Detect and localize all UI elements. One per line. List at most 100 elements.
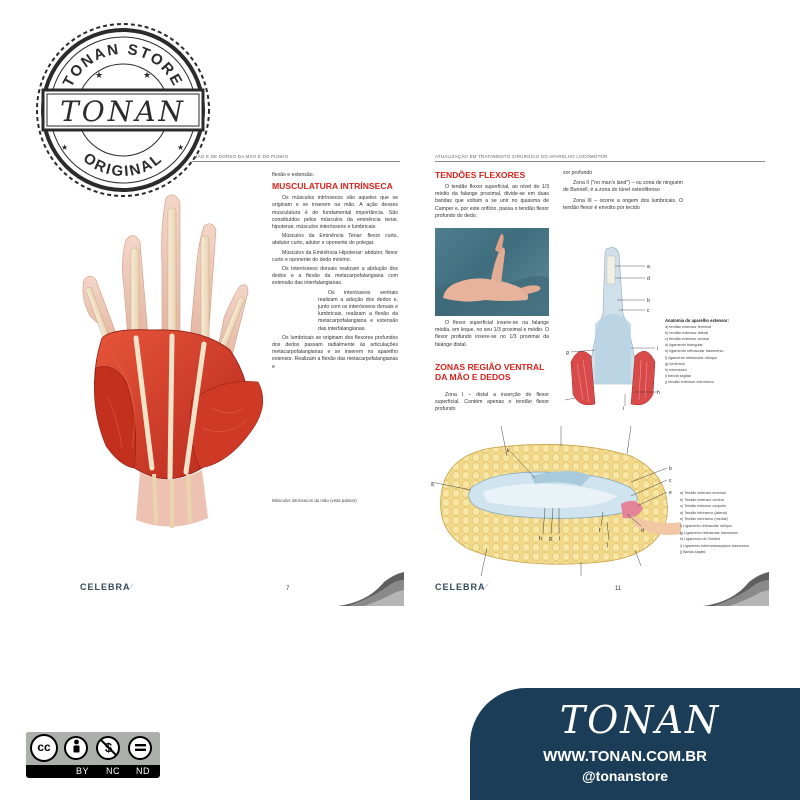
finger-extensor-diagram: a d b c g i h h j xyxy=(565,247,660,410)
diagram-label: a xyxy=(647,264,650,270)
celebra-logo: CELEBRA⁄ xyxy=(80,582,133,592)
zona-1-text: Zona I – distal a inserção do flexor sup… xyxy=(435,392,549,414)
legend-item: d) ligamento triangular xyxy=(665,343,703,348)
diagram-label: a xyxy=(431,482,434,488)
zona-3-text: Zona III – ocorre a origem dos lumbricai… xyxy=(563,197,683,211)
page-number: 11 xyxy=(615,586,622,592)
diagram-label: h xyxy=(539,536,542,542)
star-icon: ★ xyxy=(95,70,103,80)
paragraph: Os interósseos dorsais realizam a abduçã… xyxy=(272,266,398,287)
legend-item: i) Ligamento intermetacarpiano transvers… xyxy=(680,543,750,548)
license-label-by: BY xyxy=(76,766,90,776)
right-column-2: xor profundo Zona II ("no man's land") –… xyxy=(563,170,683,215)
diagram-label: f xyxy=(599,528,601,534)
diagram-label: g xyxy=(549,536,552,542)
heading-musculatura-intrinseca: MUSCULATURA INTRÍNSECA xyxy=(272,181,393,192)
license-label-nd: ND xyxy=(136,766,150,776)
legend-item: h) Ligamento de Cleland xyxy=(680,537,721,542)
diagram-label: b xyxy=(669,466,672,472)
paragraph: Os interósseos ventrais realizam a aduçã… xyxy=(318,289,398,332)
finger-cross-section-diagram: a k b c e d f h g i j xyxy=(431,426,681,576)
attribution-person-icon xyxy=(64,736,88,760)
continued-text: xor profundo xyxy=(563,170,593,176)
brand-social-handle[interactable]: @tonanstore xyxy=(582,768,668,784)
diagram-label: d xyxy=(647,276,650,282)
paragraph: Zona I – distal a inserção do flexor sup… xyxy=(435,392,549,413)
noderivatives-equals-icon xyxy=(128,736,152,760)
page-curl-shadow xyxy=(703,572,769,606)
brand-name: TONAN xyxy=(559,698,721,742)
swoosh-icon: ⁄ xyxy=(485,582,489,592)
paragraph: Os lumbricais se originam dos flexores p… xyxy=(272,334,399,370)
swoosh-icon: ⁄ xyxy=(130,582,134,592)
paragraph: Músculos da Eminência Tenar: flexor curt… xyxy=(272,233,398,247)
hand-photo-graphic xyxy=(435,234,549,316)
paragraph: O flexor superficial insere-se na falang… xyxy=(435,320,549,348)
cc-icon: cc xyxy=(30,734,58,762)
right-running-head: ATUALIZAÇÃO EM TRATAMENTO CIRÚRGICO DO A… xyxy=(435,154,765,162)
page-curl-shadow xyxy=(338,572,404,606)
diagram-label: i xyxy=(559,536,560,542)
tonan-store-original-stamp: TONAN STORE ORIGINAL TONAN ★ ★ ★ ★ xyxy=(36,23,210,197)
legend-item: c) Tendão extensor conjunto xyxy=(680,504,727,509)
diagram-label: c xyxy=(647,308,650,314)
legend-item: b) Tendão extensor central xyxy=(680,497,724,502)
legend-item: j) tendão extensor extrínseco xyxy=(665,379,714,384)
noncommercial-dollar-icon: $ xyxy=(96,736,120,760)
figure-caption: Músculos intrínsecos da mão (vista palma… xyxy=(272,498,357,503)
diagram-label: h xyxy=(657,390,660,396)
legend-item: e) Tendão intrínseco (medial) xyxy=(680,517,728,522)
tonan-brand-banner: TONAN WWW.TONAN.COM.BR @tonanstore xyxy=(470,688,800,800)
legend-item: d) Tendão intrínseco (lateral) xyxy=(680,510,727,515)
left-page: ATUALIZAÇÃO EM TRATAMENTO CIRÚRGICO DA M… xyxy=(62,140,404,620)
paragraph: O tendão flexor superficial, ao nível do… xyxy=(435,184,549,219)
heading-zonas: ZONAS REGIÃO VENTRAL DA MÃO E DEDOS xyxy=(435,362,545,382)
diagram-label: j xyxy=(606,542,608,548)
hand-photo xyxy=(435,228,549,316)
photo-caption-text: O flexor superficial insere-se na falang… xyxy=(435,320,549,349)
legend-item: g) Ligamento retinacular transverso xyxy=(680,530,739,535)
diagram-label: i xyxy=(657,346,658,352)
logo-text: CELEBRA xyxy=(80,582,131,592)
license-label-nc: NC xyxy=(106,766,120,776)
left-lead: flexão e extensão. xyxy=(272,172,315,178)
page-number: 7 xyxy=(286,586,290,592)
celebra-logo: CELEBRA⁄ xyxy=(435,582,488,592)
legend-item: g) lumbrical xyxy=(665,361,685,366)
legend-item: e) ligamento retinacular transverso xyxy=(665,349,724,354)
paragraph: Os músculos intrínsecos são aqueles que … xyxy=(272,195,398,231)
diagram-label: j xyxy=(622,406,624,410)
creative-commons-license-badge: cc $ BY NC ND xyxy=(26,732,160,778)
paragraph: Músculos da Eminência Hipotenar: abdutor… xyxy=(272,249,398,263)
diagram-label: g xyxy=(566,350,569,356)
legend-item: f) Ligamento retinacular oblíquo xyxy=(680,523,732,528)
legend-title: Anatomia do aparelho extensor: xyxy=(665,318,729,323)
logo-text: CELEBRA xyxy=(435,582,486,592)
legend-item: i) banda sagital xyxy=(665,373,691,378)
star-icon: ★ xyxy=(61,143,68,152)
star-icon: ★ xyxy=(143,70,151,80)
legend-item: a) tendão extensor terminal xyxy=(665,325,712,330)
legend-item: j) Banda sagital xyxy=(680,550,706,555)
heading-tendoes-flexores: TENDÕES FLEXORES xyxy=(435,170,526,180)
brand-website-link[interactable]: WWW.TONAN.COM.BR xyxy=(543,748,707,765)
right-page: ATUALIZAÇÃO EM TRATAMENTO CIRÚRGICO DO A… xyxy=(425,140,769,620)
legend-item: a) Tendão extensor terminal xyxy=(680,491,726,495)
legend-item: c) tendão extensor central xyxy=(665,337,709,342)
stamp-center-text: TONAN xyxy=(60,95,186,128)
legend-item: f) ligamento retinacular oblíquo xyxy=(665,355,718,360)
diagram-label: b xyxy=(647,298,650,304)
cross-section-legend: a) Tendão extensor terminal b) Tendão ex… xyxy=(680,490,770,556)
left-text-column: flexão e extensão. MUSCULATURA INTRÍNSEC… xyxy=(272,172,398,373)
hand-anatomy-illustration xyxy=(82,194,264,528)
right-column-1: TENDÕES FLEXORES O tendão flexor superfi… xyxy=(435,170,549,222)
diagram-label: e xyxy=(669,490,672,496)
diagram-label: c xyxy=(669,478,672,484)
diagram-label: k xyxy=(507,448,510,454)
star-icon: ★ xyxy=(177,143,184,152)
zonas-heading-block: ZONAS REGIÃO VENTRAL DA MÃO E DEDOS xyxy=(435,362,549,386)
extensor-anatomy-legend: Anatomia do aparelho extensor: a) tendão… xyxy=(665,318,763,385)
legend-item: h) interósseo xyxy=(665,367,687,372)
legend-item: b) tendão extensor lateral xyxy=(665,331,709,336)
zona-2-text: Zona II ("no man's land") – ou zona de n… xyxy=(563,180,683,194)
